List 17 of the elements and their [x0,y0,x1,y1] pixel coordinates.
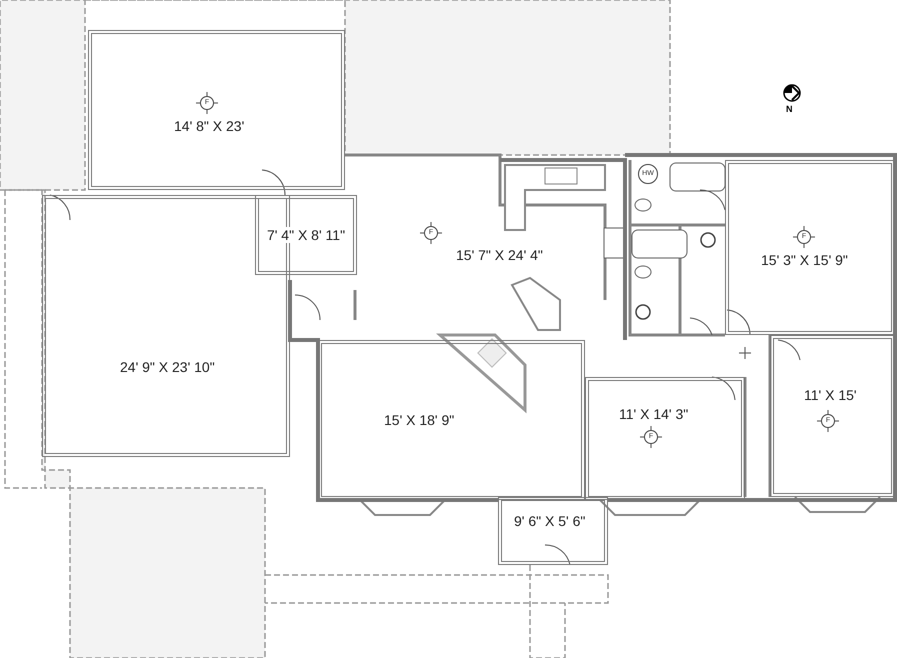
room-dimension: 11' X 15' [802,387,859,403]
room-dimension: 14' 8" X 23' [172,118,246,134]
room-dimension: 24' 9" X 23' 10" [118,359,217,375]
room-dimension: 9' 6" X 5' 6" [512,513,588,529]
room-dimension: 15' X 18' 9" [382,412,456,428]
room [725,160,895,335]
compass-letter: N [786,104,792,114]
room [255,195,357,275]
room-dimension: 11' X 14' 3" [617,406,690,422]
room [88,30,345,190]
room-dimension: 15' 7" X 24' 4" [454,247,545,263]
room [498,497,608,565]
room [318,340,585,500]
room-dimension: 15' 3" X 15' 9" [759,252,850,268]
room [770,335,895,497]
room-dimension: 7' 4" X 8' 11" [264,227,348,243]
room [585,377,745,500]
